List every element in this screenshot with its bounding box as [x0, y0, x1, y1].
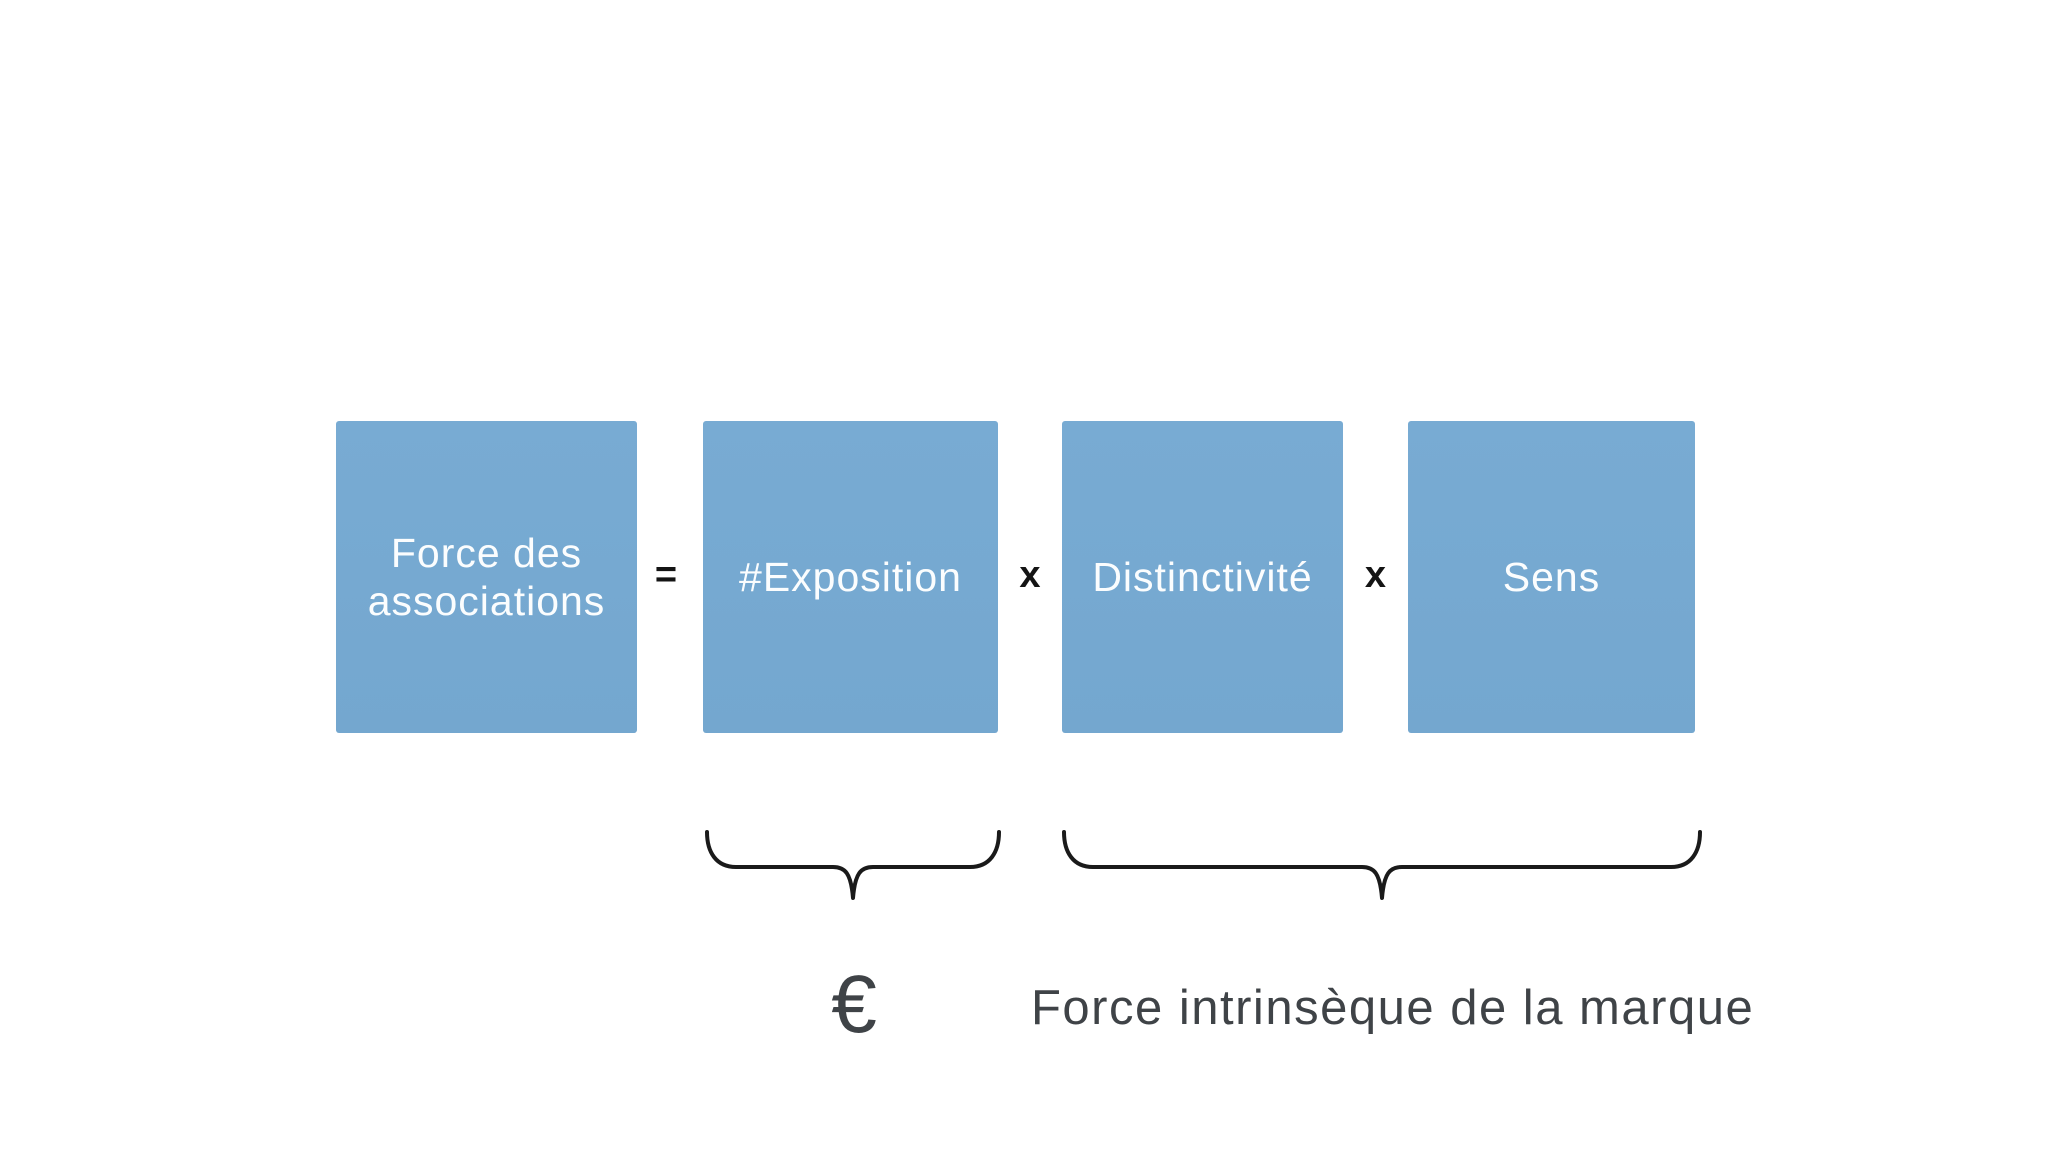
box-distinctivite-label: Distinctivité	[1092, 553, 1313, 600]
box-sens: Sens	[1408, 421, 1695, 733]
box-exposition-label: #Exposition	[739, 553, 962, 600]
multiply-sign-2: x	[1364, 554, 1387, 596]
multiply-sign-1: x	[1019, 554, 1041, 596]
intrinsic-strength-label: Force intrinsèque de la marque	[1031, 981, 1755, 1035]
underbrace-exposition-icon	[705, 830, 1001, 900]
box-distinctivite: Distinctivité	[1062, 421, 1343, 733]
box-force-des-associations-label: Force des associations	[367, 529, 606, 624]
box-force-des-associations: Force des associations	[336, 421, 637, 733]
underbrace-intrinsic-icon	[1062, 830, 1702, 900]
box-exposition: #Exposition	[703, 421, 998, 733]
box-sens-label: Sens	[1502, 553, 1601, 600]
euro-symbol: €	[831, 959, 877, 1050]
equals-sign: =	[654, 554, 678, 596]
